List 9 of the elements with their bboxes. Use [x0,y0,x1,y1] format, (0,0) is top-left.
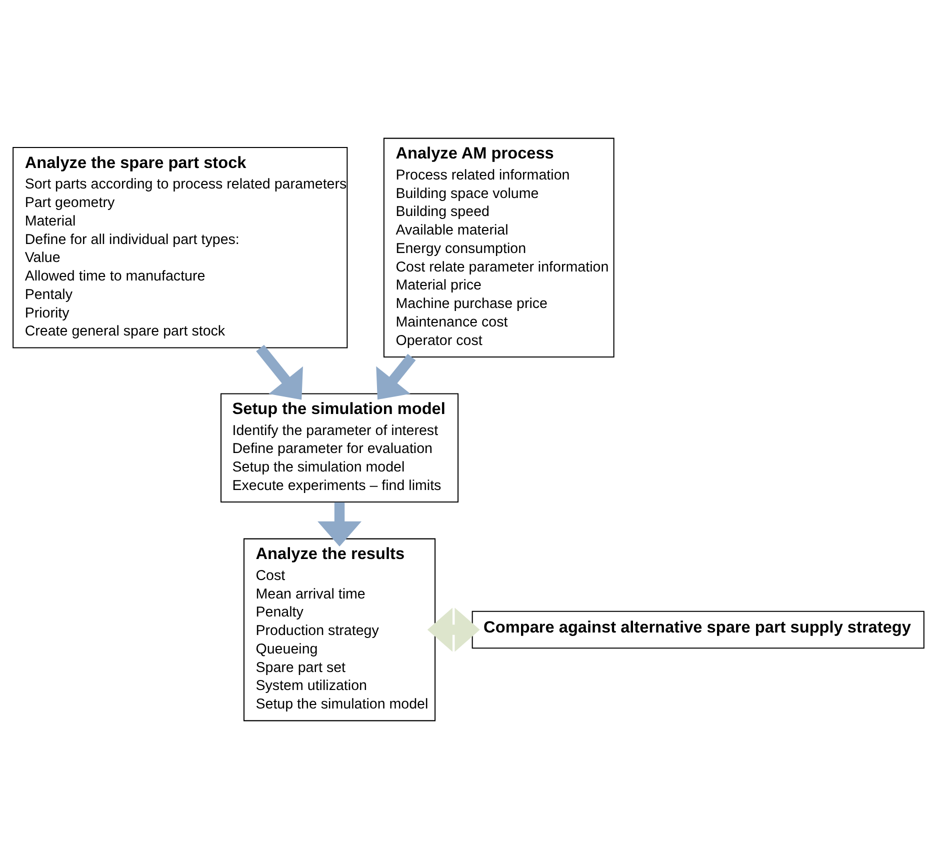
arrow [317,502,361,547]
node-box: Analyze the spare part stock Sort parts according to process related parameters Part geometry Material Define for all individual part types: Value Allowed time to manufacture Pentaly Priority Create general spare part stock [12,147,348,348]
node-box: Compare against alternative spare part supply strategy [471,610,924,649]
arrow [426,608,480,652]
node-box: Setup the simulation model Identify the parameter of interest Define parameter for evaluation Setup the simulation model Execute experiments – find limits [220,393,458,503]
node-box: Analyze AM process Process related information Building space volume Building speed Available material Energy consumption Cost relate parameter information Material price Machine purchase price Maintenance cost Operator cost [382,138,614,358]
node-box: Analyze the results Cost Mean arrival time Penalty Production strategy Queueing Spare part set System utilization Setup the simulation model [242,538,436,722]
arrow [376,354,416,400]
arrow [256,344,302,400]
